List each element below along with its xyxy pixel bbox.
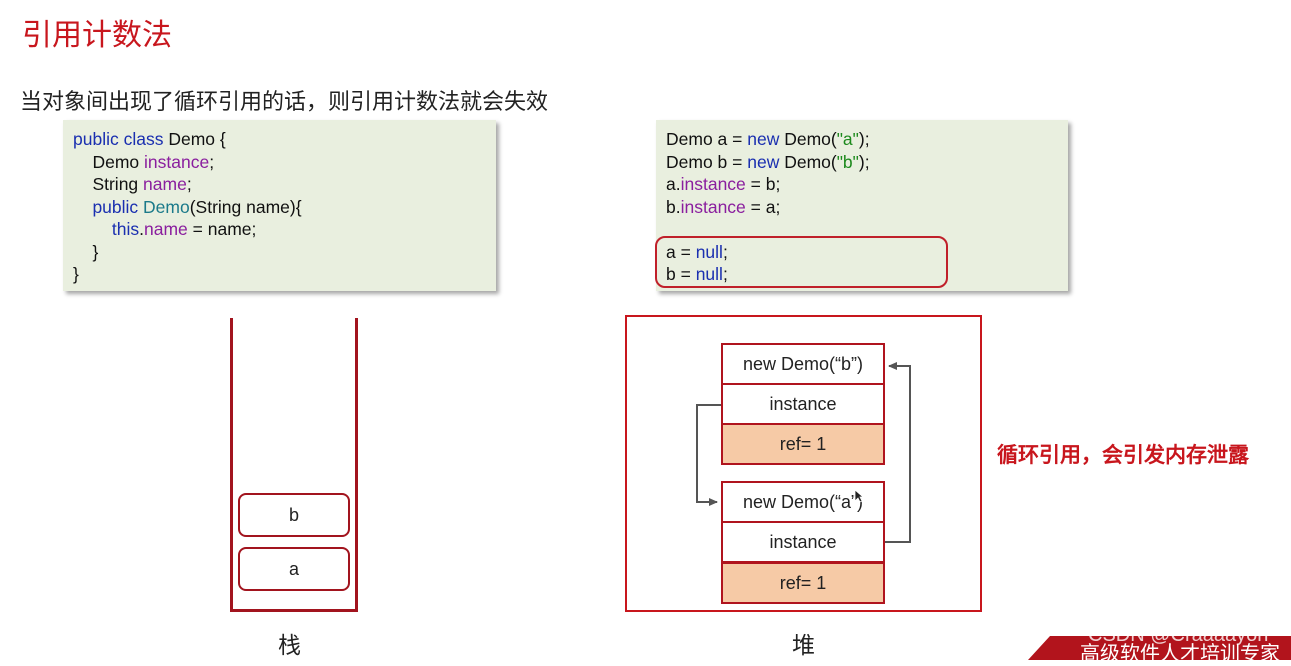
- code-token: = name;: [187, 219, 257, 239]
- code-token: new: [747, 129, 780, 149]
- code-token: ;: [209, 151, 215, 172]
- code-token: instance: [680, 174, 746, 194]
- code-token: ;: [722, 241, 728, 262]
- stack-bottom: [230, 609, 358, 612]
- footer-banner-notch: [1028, 636, 1050, 660]
- code-token: a.: [666, 174, 681, 194]
- code-token: Demo: [143, 196, 190, 217]
- code-token: null: [695, 241, 723, 262]
- arrow-a-instance-to-b: [885, 362, 911, 543]
- code-token: instance: [680, 196, 746, 217]
- code-token: Demo(: [779, 129, 837, 149]
- code-token: name: [144, 219, 188, 239]
- code-token: Demo a =: [666, 129, 748, 149]
- code-line: }: [73, 263, 302, 286]
- footer-banner: [1028, 636, 1291, 660]
- code-line: Demo b = new Demo("b");: [666, 151, 870, 174]
- code-token: Demo b =: [666, 151, 748, 172]
- code-line: a = null;: [666, 241, 870, 264]
- stack-right-wall: [355, 318, 358, 612]
- mouse-cursor-icon: [854, 489, 864, 503]
- heap-region: [625, 315, 982, 612]
- stack-caption: 栈: [278, 633, 301, 659]
- code-token: "b": [836, 151, 859, 172]
- object-b-ref-count: ref= 1: [721, 423, 885, 465]
- code-token: .: [139, 219, 145, 239]
- code-line: b = null;: [666, 263, 870, 286]
- code-token: b =: [666, 264, 696, 284]
- code-token: );: [858, 129, 870, 149]
- code-token: }: [73, 264, 79, 284]
- object-a-instance-field: instance: [721, 521, 885, 563]
- code-line: a.instance = b;: [666, 173, 870, 196]
- code-line: public class Demo {: [73, 128, 302, 151]
- code-line: Demo a = new Demo("a");: [666, 128, 870, 151]
- code-token: new: [747, 151, 780, 172]
- object-a-ref-count: ref= 1: [721, 562, 885, 604]
- usage-code-block: Demo a = new Demo("a");Demo b = new Demo…: [656, 120, 1068, 291]
- demo-class-code-lines: public class Demo { Demo instance; Strin…: [73, 128, 302, 286]
- stack-slot-b: b: [238, 493, 350, 537]
- null-assignment-highlight: [655, 236, 948, 288]
- code-token: Demo {: [168, 129, 226, 149]
- code-token: a =: [666, 241, 696, 262]
- code-line: this.name = name;: [73, 218, 302, 241]
- code-token: public class: [73, 129, 169, 149]
- code-token: ;: [186, 174, 192, 194]
- usage-code-lines: Demo a = new Demo("a");Demo b = new Demo…: [666, 128, 870, 286]
- code-token: this: [73, 219, 140, 239]
- code-token: "a": [836, 129, 859, 149]
- code-token: Demo: [73, 151, 144, 172]
- csdn-watermark: CSDN @Craaaayon: [1088, 624, 1269, 646]
- code-line: Demo instance;: [73, 151, 302, 174]
- code-token: name: [143, 174, 187, 194]
- code-token: instance: [144, 151, 210, 172]
- object-a-header: new Demo(“a”): [721, 481, 885, 523]
- code-line: String name;: [73, 173, 302, 196]
- slide-subtitle: 当对象间出现了循环引用的话，则引用计数法就会失效: [20, 90, 549, 115]
- memory-leak-annotation: 循环引用，会引发内存泄露: [997, 443, 1249, 467]
- code-token: Demo(: [779, 151, 837, 172]
- code-token: public: [73, 196, 144, 217]
- code-token: }: [73, 241, 99, 262]
- stack-slot-a: a: [238, 547, 350, 591]
- code-token: ;: [722, 264, 728, 284]
- code-line: }: [73, 241, 302, 264]
- code-line: public Demo(String name){: [73, 196, 302, 219]
- stack-left-wall: [230, 318, 233, 612]
- demo-class-code-block: public class Demo { Demo instance; Strin…: [63, 120, 496, 291]
- arrow-b-instance-to-a: [696, 404, 721, 506]
- code-line: b.instance = a;: [666, 196, 870, 219]
- code-token: null: [695, 264, 723, 284]
- slide-title: 引用计数法: [22, 18, 172, 53]
- code-token: String: [73, 174, 144, 194]
- code-token: = b;: [745, 174, 781, 194]
- code-token: = a;: [745, 196, 781, 217]
- code-token: );: [858, 151, 870, 172]
- code-token: (String name){: [189, 196, 302, 217]
- heap-caption: 堆: [792, 633, 815, 659]
- code-token: b.: [666, 196, 681, 217]
